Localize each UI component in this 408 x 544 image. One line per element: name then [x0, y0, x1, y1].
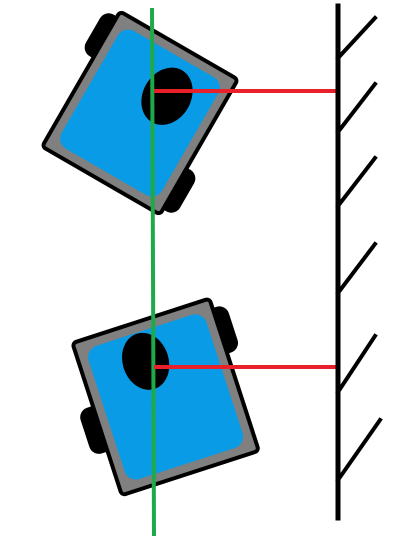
robot-bottom-sensor	[122, 332, 170, 390]
robot-top-body	[60, 29, 220, 197]
path-line	[150, 7, 156, 537]
wall-hatch	[335, 417, 383, 483]
wall-hatch	[335, 241, 378, 296]
robot-top	[41, 10, 239, 216]
wall-hatch	[335, 155, 378, 209]
wall-hatch	[335, 15, 378, 61]
robot-bottom	[71, 297, 260, 497]
wall	[335, 3, 383, 521]
wall-hatch	[335, 81, 378, 135]
wall-hatch	[335, 333, 378, 395]
